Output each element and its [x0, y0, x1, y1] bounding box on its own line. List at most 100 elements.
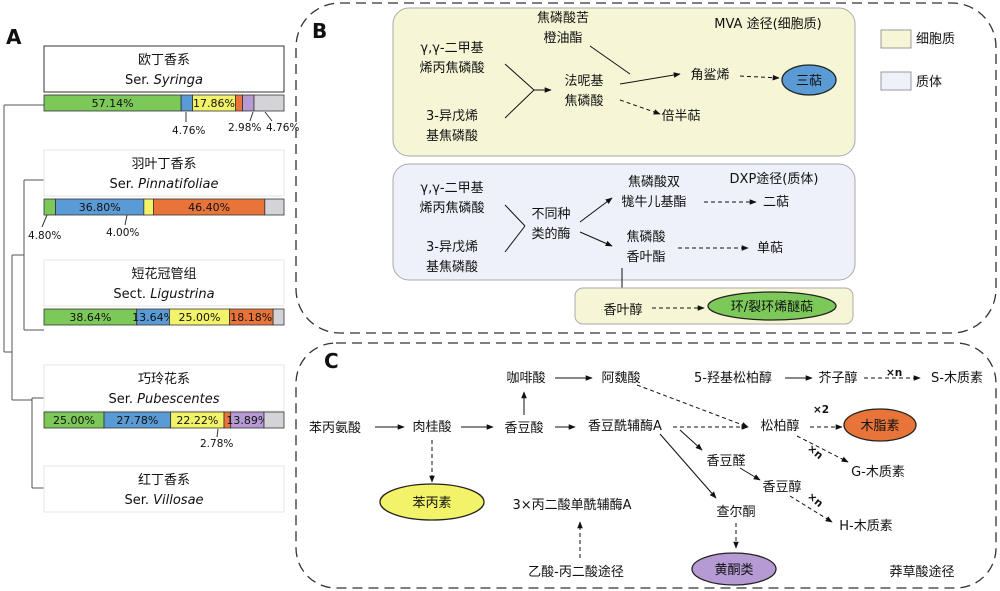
composition-bar-ligustrina: 38.64% 13.64% 25.00% 18.18% — [43, 308, 285, 326]
dxp-gpp: 焦磷酸香叶酯 — [626, 230, 665, 265]
flavonoid-ellipse — [691, 552, 777, 586]
node-phenylpropanoid: 苯丙素 — [412, 496, 451, 511]
mva-sesquiterpene: 倍半萜 — [661, 109, 700, 124]
bar-segment-label: 57.14% — [92, 97, 134, 110]
taxon-cn-name: 欧丁香系 — [138, 53, 190, 68]
mva-squalene: 角鲨烯 — [690, 68, 729, 83]
taxon-villosae: 红丁香系 Ser. Villosae — [43, 465, 285, 513]
bar-segment-label: 13.89% — [226, 414, 268, 427]
dxp-diterpene: 二萜 — [763, 195, 789, 210]
bar-segment-label: 36.80% — [79, 201, 121, 214]
multiplier-label: ×2 — [813, 404, 829, 416]
mva-fpp: 法呢基焦磷酸 — [564, 74, 603, 109]
bar-segment-label: 27.78% — [116, 414, 158, 427]
taxon-cn-name: 红丁香系 — [138, 472, 190, 488]
bar-segment-label: 25.00% — [53, 414, 95, 427]
mva-arrows — [504, 45, 780, 119]
node-cinnamic-acid: 肉桂酸 — [412, 420, 451, 435]
bar-segment-label: 38.64% — [69, 311, 111, 324]
phylogenetic-tree — [3, 104, 44, 489]
node-h-lignin: H-木质素 — [839, 519, 892, 534]
taxon-latin-name: Ser. Pubescentes — [108, 392, 219, 407]
taxon-cn-name: 巧玲花系 — [138, 371, 190, 387]
composition-bar-pinnatifoliae: 36.80% 46.40% — [43, 198, 285, 216]
node-s-lignin: S-木质素 — [931, 371, 983, 386]
legend-cytoplasm-swatch — [880, 29, 912, 49]
taxon-cn-name: 羽叶丁香系 — [131, 157, 196, 172]
multiplier-label: ×n — [886, 367, 902, 379]
dxp-title: DXP途径(质体) — [730, 171, 819, 187]
taxon-latin-name: Sect. Ligustrina — [113, 287, 214, 302]
bar-segment-gray — [253, 94, 285, 112]
node-ferulic-acid: 阿魏酸 — [601, 371, 640, 386]
taxon-pubescentes: 巧玲花系 Ser. Pubescentes — [43, 364, 285, 412]
bar-segment-label: 18.18% — [230, 311, 272, 324]
bar-segment-blue — [180, 94, 193, 112]
node-coumaric-acid: 香豆酸 — [504, 421, 543, 436]
dxp-arrows — [504, 197, 757, 301]
taxon-latin-name: Ser. Pinnatifoliae — [110, 177, 219, 192]
bar-segment-green — [43, 198, 56, 216]
bar-segment-label: 13.64% — [132, 311, 174, 324]
dxp-ggpp: 焦磷酸双牻牛儿基酯 — [621, 175, 686, 210]
taxon-latin-name: Ser. Syringa — [125, 73, 203, 88]
legend-cytoplasm-label: 细胞质 — [916, 32, 955, 47]
phenylpropanoid-arrows — [375, 375, 921, 558]
node-flavonoids: 黄酮类 — [714, 563, 753, 578]
bar-segment-label: 46.40% — [188, 201, 230, 214]
bar-annotation: 4.76% — [172, 125, 205, 137]
node-phenylalanine: 苯丙氨酸 — [309, 421, 361, 436]
dxp-monoterpene: 单萜 — [757, 241, 783, 256]
mva-gpp: 焦磷酸苦橙油酯 — [537, 10, 589, 46]
bar-segment-gray — [263, 411, 285, 429]
taxon-syringa: 欧丁香系 Ser. Syringa — [43, 45, 285, 93]
node-caffeic-acid: 咖啡酸 — [506, 371, 545, 386]
mva-triterpene: 三萜 — [796, 74, 822, 89]
bar-segment-gray — [264, 198, 285, 216]
legend-plastid-swatch — [880, 71, 912, 91]
bar-segment-label: 17.86% — [193, 97, 235, 110]
panel-c-label: C — [324, 349, 339, 373]
taxon-cn-name: 短花冠管组 — [131, 266, 196, 282]
dxp-geraniol: 香叶醇 — [603, 302, 642, 318]
panel-b-label: B — [312, 19, 327, 43]
bar-segment-purple — [242, 94, 255, 112]
bar-segment-yellow — [143, 198, 154, 216]
dxp-ipp: 3-异戊烯基焦磷酸 — [426, 240, 478, 275]
mva-box — [392, 7, 856, 157]
bar-segment-label: 25.00% — [178, 311, 220, 324]
panel-a-label: A — [6, 25, 22, 49]
bar-segment-orange — [235, 94, 243, 112]
panel-b-frame — [295, 2, 997, 334]
node-coumaryl-alcohol: 香豆醇 — [762, 479, 801, 495]
node-sinapyl-alcohol: 芥子醇 — [818, 370, 857, 386]
node-chalcone: 查尔酮 — [716, 505, 755, 520]
dxp-box — [392, 163, 856, 281]
bar-annotation: 4.76% — [266, 122, 299, 134]
dxp-iridoid: 环/裂环烯醚萜 — [731, 300, 813, 315]
node-coumaraldehyde: 香豆醛 — [706, 453, 745, 469]
bar-segment-gray — [272, 308, 285, 326]
composition-bar-syringa: 57.14% 17.86% — [43, 94, 285, 112]
node-acetate-malonate-pathway: 乙酸-丙二酸途径 — [528, 564, 624, 580]
bar-annotation: 4.00% — [106, 227, 139, 239]
node-hydroxyconiferyl-alcohol: 5-羟基松柏醇 — [694, 370, 772, 386]
mva-title: MVA 途径(细胞质) — [714, 16, 821, 32]
bar-annotation: 2.78% — [200, 438, 233, 450]
lignan-ellipse — [843, 408, 917, 442]
dxp-enzymes: 不同种类的酶 — [531, 207, 570, 242]
legend-plastid-label: 质体 — [916, 75, 942, 90]
mva-triterpene-ellipse — [781, 64, 837, 96]
mva-ipp: 3-异戊烯基焦磷酸 — [426, 109, 478, 144]
panel-c-frame — [295, 342, 997, 589]
taxon-ligustrina: 短花冠管组 Sect. Ligustrina — [43, 259, 285, 307]
node-coumaroyl-coa: 香豆酰辅酶A — [588, 418, 662, 434]
composition-bar-pubescentes: 25.00%27.78%22.22%13.89% — [43, 411, 285, 429]
shikimate-pathway-label: 莽草酸途径 — [889, 564, 954, 580]
iridoid-ellipse — [707, 291, 837, 321]
bar-annotation: 4.80% — [28, 230, 61, 242]
node-malonyl-coa: 3×丙二酸单酰辅酶A — [512, 497, 631, 513]
dxp-dmapp: γ,γ-二甲基烯丙焦磷酸 — [419, 181, 484, 216]
node-lignan: 木脂素 — [860, 419, 899, 434]
